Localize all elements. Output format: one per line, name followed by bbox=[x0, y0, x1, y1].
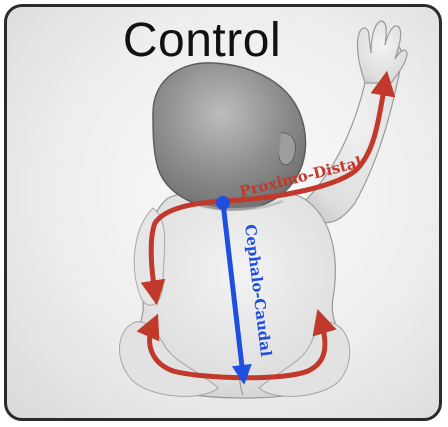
cephalo-caudal-origin-dot bbox=[216, 196, 230, 210]
diagram-frame: Control bbox=[4, 4, 442, 421]
infant-illustration: Proximo-Distal Cephalo-Caudal bbox=[7, 7, 442, 421]
ear bbox=[279, 133, 295, 165]
